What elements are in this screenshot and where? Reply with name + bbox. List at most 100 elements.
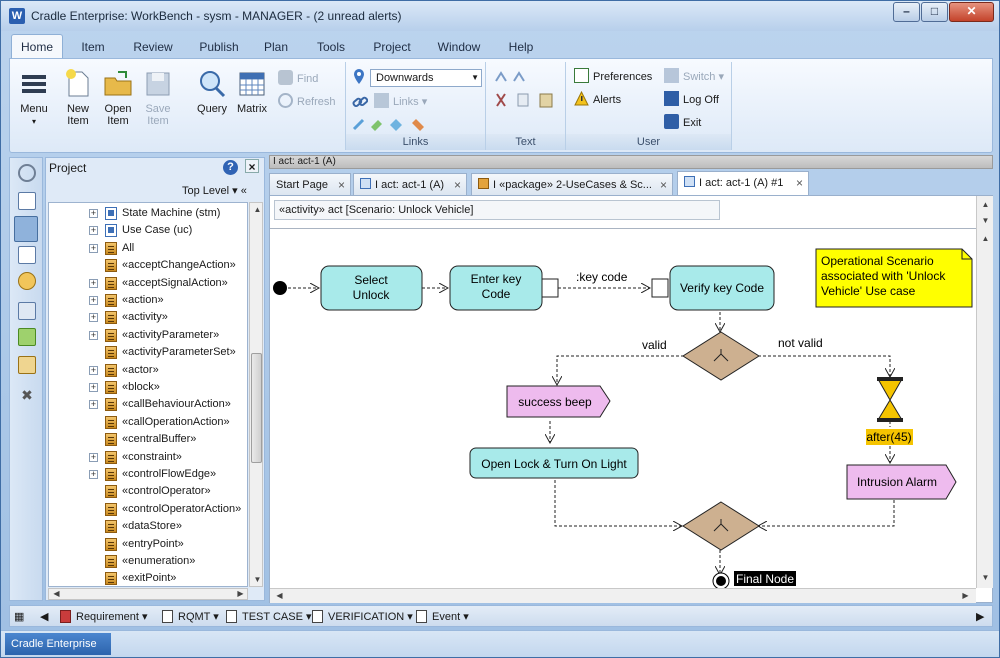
scroll-right-icon[interactable]: ▶ <box>962 591 969 600</box>
tree-expand-icon[interactable]: + <box>89 225 98 236</box>
scroll-right-icon[interactable]: ▶ <box>237 589 244 598</box>
exit-button[interactable]: Exit <box>664 114 701 132</box>
tab-help[interactable]: Help <box>508 40 534 54</box>
activity-diagram[interactable]: Select Unlock Enter key Code :key code V… <box>270 229 976 588</box>
scroll-up-icon[interactable]: ▲ <box>981 234 990 243</box>
save-item-button[interactable]: Save Item <box>138 68 178 127</box>
folder-icon[interactable] <box>18 356 36 374</box>
diagram-note[interactable]: Operational Scenario associated with 'Un… <box>815 248 973 308</box>
tab-project[interactable]: Project <box>373 40 411 54</box>
input-pin[interactable] <box>651 278 669 298</box>
tree-expand-icon[interactable]: + <box>89 382 98 392</box>
new-item-button[interactable]: New Item <box>58 68 98 127</box>
switch-button[interactable]: Switch ▾ <box>664 68 724 86</box>
link-tools-icons[interactable] <box>352 116 432 132</box>
tab-start-page[interactable]: Start Page× <box>269 173 351 196</box>
tab-usecases-package[interactable]: I «package» 2-UseCases & Sc...× <box>471 173 673 196</box>
open-item-button[interactable]: Open Item <box>98 68 138 127</box>
matrix-button[interactable]: Matrix <box>232 68 272 115</box>
event-menu[interactable]: Event ▾ <box>416 610 469 623</box>
maximize-button[interactable]: □ <box>921 2 948 22</box>
collapse-chevron-icon[interactable]: « <box>240 185 247 197</box>
tab-tools[interactable]: Tools <box>316 40 345 54</box>
tree-expand-icon[interactable]: + <box>89 312 98 323</box>
rqmt-menu[interactable]: RQMT ▾ <box>162 610 219 623</box>
tab-act-1[interactable]: I act: act-1 (A)× <box>353 173 467 196</box>
action-open-lock[interactable]: Open Lock & Turn On Light <box>469 447 639 479</box>
tree-vertical-scrollbar[interactable]: ▲ ▼ <box>249 202 263 587</box>
tree-expand-icon[interactable]: + <box>89 277 98 288</box>
time-event-timer-icon[interactable] <box>877 377 903 422</box>
tree-view-icon[interactable] <box>14 216 38 242</box>
action-verify-key-code[interactable]: Verify key Code <box>651 265 775 311</box>
signal-intrusion-alarm[interactable]: Intrusion Alarm <box>846 464 957 500</box>
text-format-icons[interactable] <box>494 70 554 84</box>
list-view-icon[interactable] <box>18 192 36 210</box>
tab-close-icon[interactable]: × <box>659 178 667 192</box>
preferences-button[interactable]: Preferences <box>574 68 652 86</box>
direction-select[interactable]: Downwards▼ <box>370 69 482 87</box>
editor-vertical-scrollbar[interactable]: ▲ ▼ ▲ ▼ <box>976 196 993 588</box>
calendar-icon[interactable] <box>18 246 36 264</box>
tab-review[interactable]: Review <box>133 40 173 54</box>
tree-expand-icon[interactable]: + <box>89 329 98 340</box>
refresh-button[interactable]: Refresh <box>278 93 336 111</box>
scroll-down-icon[interactable]: ▼ <box>981 216 990 225</box>
editor-horizontal-scrollbar[interactable]: ◀ ▶ <box>270 588 976 603</box>
tree-expand-icon[interactable]: + <box>89 295 98 305</box>
clipboard-icons[interactable] <box>494 92 560 108</box>
output-pin[interactable] <box>541 278 559 298</box>
diagram-canvas[interactable]: Select Unlock Enter key Code :key code V… <box>270 228 976 588</box>
alerts-button[interactable]: Alerts <box>574 91 621 109</box>
log-off-button[interactable]: Log Off <box>664 91 719 109</box>
scroll-down-icon[interactable]: ▼ <box>981 573 990 582</box>
signal-success-beep[interactable]: success beep <box>506 385 611 418</box>
status-app-name[interactable]: Cradle Enterprise <box>5 633 111 655</box>
tree-expand-icon[interactable]: + <box>89 364 98 375</box>
tree-expand-icon[interactable]: + <box>89 469 98 479</box>
scroll-up-icon[interactable]: ▲ <box>253 205 262 214</box>
tree-expand-icon[interactable]: + <box>89 399 98 410</box>
find-button[interactable]: Find <box>278 70 318 88</box>
database-icon[interactable] <box>18 272 36 290</box>
initial-node[interactable] <box>273 281 287 295</box>
action-enter-key-code[interactable]: Enter key Code <box>449 265 559 311</box>
hierarchy-icon[interactable] <box>18 302 36 320</box>
tab-publish[interactable]: Publish <box>199 40 239 54</box>
scroll-left-icon[interactable]: ◀ <box>53 589 60 598</box>
action-select-unlock[interactable]: Select Unlock <box>320 265 423 311</box>
links-dropdown[interactable]: Links ▾ <box>374 93 427 111</box>
tab-item[interactable]: Item <box>81 40 105 54</box>
test-case-menu[interactable]: TEST CASE ▾ <box>226 610 312 623</box>
requirement-menu[interactable]: Requirement ▾ <box>60 610 148 623</box>
tab-close-icon[interactable]: × <box>795 176 803 190</box>
item-bar-next-icon[interactable]: ▶ <box>976 611 985 623</box>
tab-home[interactable]: Home <box>11 34 63 59</box>
top-level-dropdown[interactable]: Top Level ▾ « <box>182 185 247 197</box>
scroll-up-icon[interactable]: ▲ <box>981 200 990 209</box>
verification-menu[interactable]: VERIFICATION ▾ <box>312 610 413 623</box>
scroll-left-icon[interactable]: ◀ <box>276 591 283 600</box>
tab-close-icon[interactable]: × <box>337 178 345 192</box>
tools-icon[interactable]: ✖ <box>21 387 33 403</box>
scroll-down-icon[interactable]: ▼ <box>253 575 262 584</box>
settings-gear-icon[interactable] <box>18 164 36 182</box>
minimize-button[interactable]: – <box>893 2 920 22</box>
tree-expand-icon[interactable]: + <box>89 242 98 253</box>
close-button[interactable]: ✕ <box>949 2 994 22</box>
tab-window[interactable]: Window <box>437 40 481 54</box>
tree-expand-icon[interactable]: + <box>89 451 98 462</box>
help-icon[interactable]: ? <box>223 160 238 175</box>
panel-close-icon[interactable]: × <box>245 159 259 174</box>
merge-node[interactable] <box>682 501 760 551</box>
link-chain-icon[interactable] <box>352 94 368 110</box>
checklist-icon[interactable] <box>18 328 36 346</box>
tree-horizontal-scrollbar[interactable]: ◀ ▶ <box>48 588 248 600</box>
menu-button[interactable]: Menu▾ <box>14 68 54 128</box>
tab-close-icon[interactable]: × <box>453 178 461 192</box>
item-bar-prev-icon[interactable]: ◀ <box>40 611 49 623</box>
tab-plan[interactable]: Plan <box>263 40 289 54</box>
scroll-thumb[interactable] <box>251 353 262 463</box>
tab-act-1-copy[interactable]: I act: act-1 (A) #1× <box>677 171 809 196</box>
decision-node[interactable] <box>682 331 760 381</box>
